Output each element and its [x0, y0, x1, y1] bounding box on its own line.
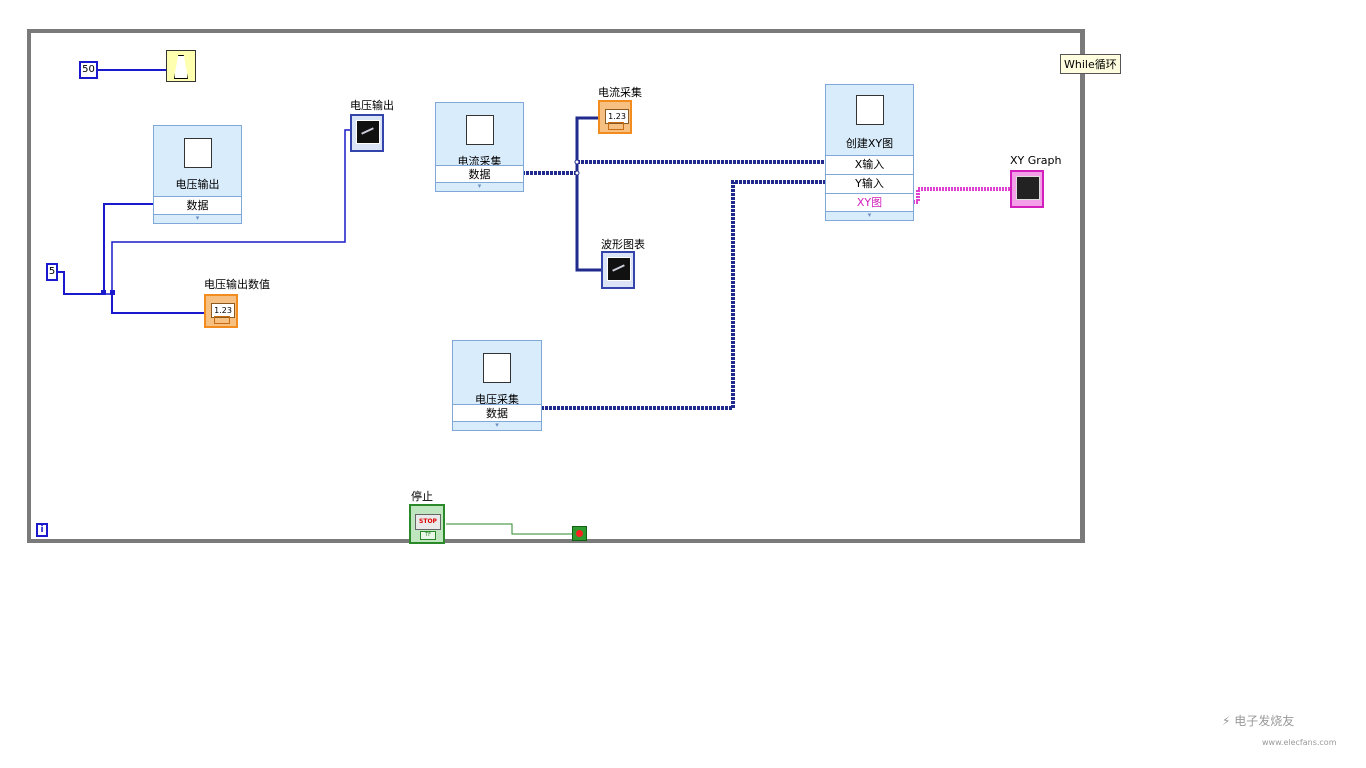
voltage-output-graph-indicator[interactable]: [350, 114, 384, 152]
terminal-data[interactable]: 数据: [436, 165, 523, 184]
wire-current-to-value: [575, 116, 599, 173]
expand-handle[interactable]: ▾: [154, 214, 241, 223]
current-value-indicator[interactable]: 1.23: [598, 100, 632, 134]
stop-label: 停止: [411, 490, 433, 503]
loop-condition-terminal[interactable]: [572, 526, 587, 541]
stop-button-control[interactable]: STOP TF: [409, 504, 445, 544]
dbl-tag: [608, 122, 624, 130]
wire-junction: [110, 290, 115, 295]
boolean-tag: TF: [420, 531, 436, 540]
numeric-display: 1.23: [605, 109, 629, 124]
wire-stop: [446, 523, 572, 535]
watermark-logo: ⚡ 电子发烧友: [1222, 712, 1294, 729]
voltage-output-value-indicator[interactable]: 1.23: [204, 294, 238, 328]
while-loop-frame[interactable]: [27, 29, 1085, 543]
terminal-xy-graph[interactable]: XY图: [826, 193, 913, 212]
stop-button[interactable]: STOP: [415, 514, 441, 530]
express-vi-title: 电压输出: [175, 178, 220, 191]
wire-xy-cluster: [913, 187, 1012, 204]
wire-to-voltage-value: [111, 294, 205, 314]
expand-handle[interactable]: ▾: [436, 182, 523, 191]
divisor-constant[interactable]: 5: [46, 263, 58, 281]
while-loop-label: While循环: [1060, 54, 1121, 74]
numeric-display: 1.23: [211, 303, 235, 318]
metronome-icon[interactable]: [166, 50, 196, 82]
wire-to-voltage-output: [103, 203, 154, 294]
wait-ms-constant[interactable]: 50: [79, 61, 98, 79]
xy-graph-builder-icon: [855, 95, 884, 125]
terminal-data[interactable]: 数据: [453, 404, 541, 423]
wire-junction: [574, 170, 580, 176]
express-vi-title: 创建XY图: [845, 137, 894, 150]
wire-junction: [101, 290, 106, 295]
daq-assistant-icon: [483, 353, 511, 383]
watermark-bolt-icon: ⚡: [1222, 714, 1231, 728]
wire-junction: [574, 159, 580, 165]
daq-assistant-icon: [465, 115, 494, 145]
iteration-terminal[interactable]: i: [36, 523, 48, 537]
expand-handle[interactable]: ▾: [453, 421, 541, 430]
express-vi-current-acq[interactable]: 电流采集 数据 ▾: [435, 102, 524, 192]
xy-graph-label: XY Graph: [1010, 154, 1062, 167]
voltage-output-graph-label: 电压输出: [350, 99, 394, 112]
current-value-label: 电流采集: [598, 86, 642, 99]
waveform-graph-icon: [356, 120, 380, 144]
terminal-x-input[interactable]: X输入: [826, 155, 913, 174]
wire-voltage-to-y: [541, 180, 828, 410]
express-vi-title: 电流采集: [457, 155, 502, 168]
watermark-text: 电子发烧友: [1234, 714, 1295, 728]
express-vi-create-xy[interactable]: 创建XY图 X输入 Y输入 XY图 ▾: [825, 84, 914, 221]
dbl-tag: [214, 316, 230, 324]
xy-graph-indicator[interactable]: [1010, 170, 1044, 208]
express-vi-title: 电压采集: [475, 393, 519, 406]
terminal-y-input[interactable]: Y输入: [826, 174, 913, 193]
xy-graph-icon: [1016, 176, 1040, 200]
watermark-url: www.elecfans.com: [1262, 738, 1337, 747]
waveform-chart-label: 波形图表: [601, 238, 645, 251]
wire-current-to-chart: [575, 173, 603, 272]
expand-handle[interactable]: ▾: [826, 211, 913, 220]
waveform-chart-indicator[interactable]: [601, 251, 635, 289]
voltage-output-value-label: 电压输出数值: [204, 278, 270, 291]
express-vi-voltage-output[interactable]: 电压输出 数据 ▾: [153, 125, 242, 224]
waveform-chart-icon: [607, 257, 631, 281]
terminal-data[interactable]: 数据: [154, 196, 241, 215]
daq-assistant-icon: [183, 138, 212, 168]
wire-divisor: [56, 271, 104, 295]
express-vi-voltage-acq[interactable]: 电压采集 数据 ▾: [452, 340, 542, 431]
